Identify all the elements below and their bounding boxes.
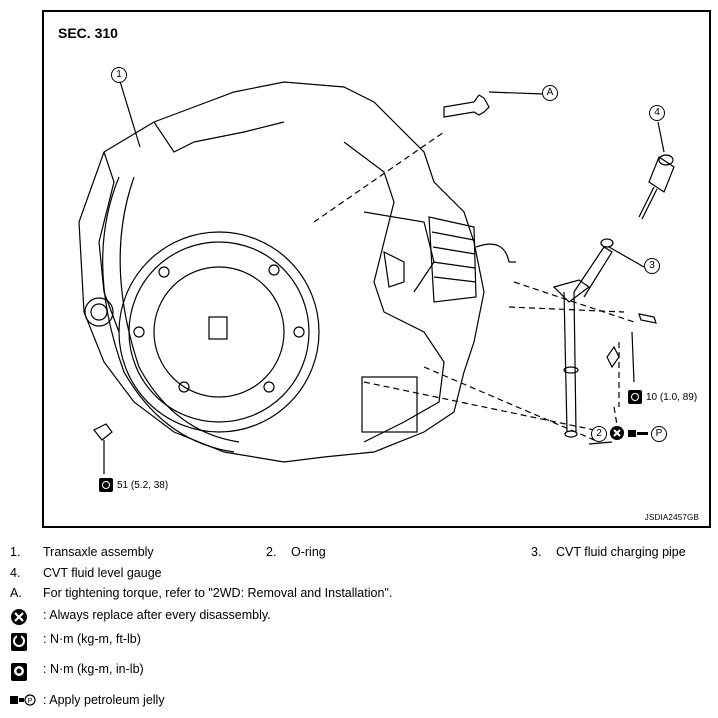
figure-code: JSDIA2457GB xyxy=(644,513,699,522)
torque-wrench-ftlb-icon xyxy=(10,632,30,651)
legend-symbol-ftlb: : N·m (kg-m, ft-lb) xyxy=(10,632,700,654)
diagram-frame: SEC. 310 1 2 3 4 A P 10 (1.0, 89) 51 (5.… xyxy=(42,10,711,528)
torque-wrench-ftlb-icon xyxy=(99,478,113,492)
petroleum-jelly-icon: P xyxy=(10,693,36,711)
petroleum-jelly-icon xyxy=(628,429,648,438)
replace-x-icon xyxy=(10,608,30,626)
callout-2: 2 xyxy=(591,426,607,442)
torque-note-left: 51 (5.2, 38) xyxy=(99,478,168,492)
section-label: SEC. 310 xyxy=(58,25,118,41)
callout-4: 4 xyxy=(649,105,665,121)
callout-3: 3 xyxy=(644,258,660,274)
legend-symbol-inlb: : N·m (kg-m, in-lb) xyxy=(10,662,700,684)
replace-x-icon xyxy=(610,426,624,440)
torque-wrench-inlb-icon xyxy=(628,390,642,404)
svg-text:P: P xyxy=(28,698,33,705)
legend-symbol-replace: : Always replace after every disassembly… xyxy=(10,608,700,628)
transaxle-drawing xyxy=(78,77,675,474)
torque-wrench-inlb-icon xyxy=(10,662,30,681)
legend-symbol-jelly: P : Apply petroleum jelly xyxy=(10,693,700,713)
callout-1: 1 xyxy=(111,67,127,83)
callout-a: A xyxy=(542,85,558,101)
torque-note-right: 10 (1.0, 89) xyxy=(628,390,697,404)
torque-value-left: 51 (5.2, 38) xyxy=(117,479,169,491)
jelly-p-badge: P xyxy=(651,426,667,442)
torque-value-right: 10 (1.0, 89) xyxy=(646,391,698,403)
